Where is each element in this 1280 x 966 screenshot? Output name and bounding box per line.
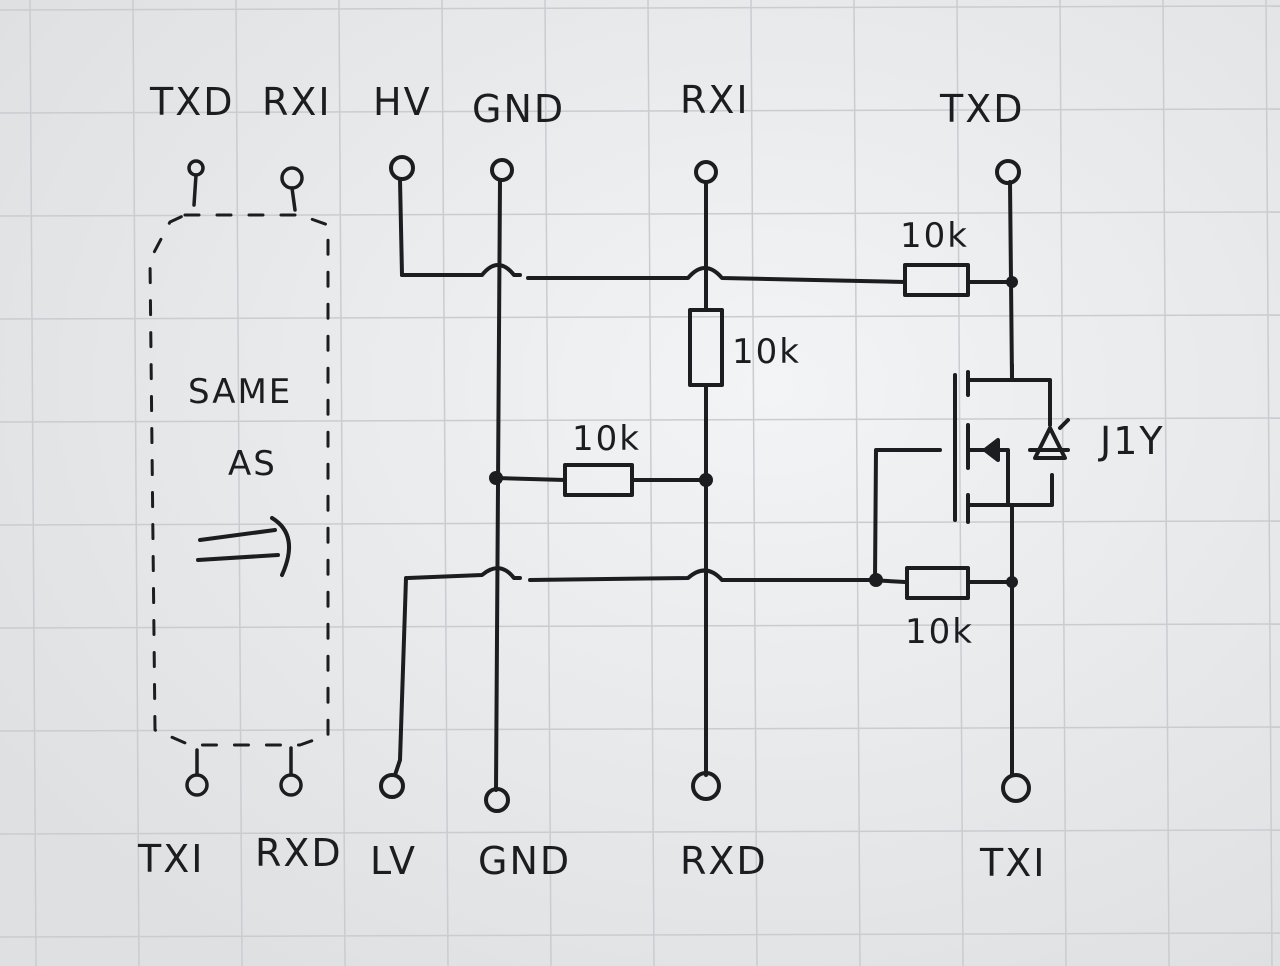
grid-line-horizontal	[0, 108, 1280, 114]
same-as-arrow	[196, 516, 291, 577]
grid-line-horizontal	[0, 520, 1280, 526]
label-bottom-gnd: GND	[478, 839, 571, 883]
grid-line-vertical	[29, 0, 37, 966]
label-bottom-rxd-left: RXD	[255, 831, 343, 875]
grid-line-vertical	[956, 0, 964, 966]
label-top-hv: HV	[373, 80, 432, 124]
label-bottom-lv: LV	[370, 839, 417, 883]
left-pins	[185, 159, 304, 797]
label-bottom-txi-left: TXI	[137, 837, 204, 881]
note-line-2: AS	[228, 444, 277, 484]
grid-line-horizontal	[0, 211, 1280, 217]
resistor-label-bottom-right: 10k	[905, 612, 974, 652]
transistor-label: J1Y	[1098, 419, 1165, 463]
resistor-label-middle-horizontal: 10k	[572, 419, 641, 459]
grid-line-horizontal	[0, 5, 1280, 11]
grid-line-vertical	[544, 0, 552, 966]
resistor-label-middle-vertical: 10k	[732, 332, 801, 372]
pin-gnd-top	[490, 158, 514, 182]
grid-line-horizontal	[0, 932, 1280, 938]
junctions	[489, 276, 1018, 588]
grid-line-horizontal	[0, 726, 1280, 732]
grid-line-vertical	[441, 0, 449, 966]
top-pin-labels: TXD RXI HV GND RXI TXD	[149, 78, 1025, 131]
label-bottom-rxd: RXD	[680, 839, 768, 883]
grid-line-vertical	[1059, 0, 1067, 966]
bottom-pin-labels: TXI RXD LV GND RXD TXI	[137, 831, 1046, 885]
mosfet-symbol	[953, 363, 1070, 524]
pin-rxd	[691, 771, 721, 801]
note-line-1: SAME	[188, 372, 292, 412]
pin-rxi	[694, 160, 718, 184]
label-top-rxi: RXI	[680, 78, 750, 122]
pin-circles	[379, 155, 1031, 813]
grid-line-vertical	[750, 0, 758, 966]
duplicate-channel-outline	[148, 213, 330, 747]
pin-lv	[379, 773, 405, 799]
grid-line-vertical	[338, 0, 346, 966]
grid-line-horizontal	[0, 829, 1280, 835]
grid-line-vertical	[235, 0, 243, 966]
grid-line-horizontal	[0, 314, 1280, 320]
grid-line-vertical	[1162, 0, 1170, 966]
resistor-top-right	[903, 263, 970, 297]
resistor-middle-horizontal	[563, 463, 634, 497]
grid-line-vertical	[1265, 0, 1273, 966]
resistor-bottom-right	[905, 566, 970, 600]
pin-hv	[389, 155, 415, 181]
pin-gnd-bottom	[484, 787, 510, 813]
resistor-middle-vertical	[688, 308, 724, 387]
wires	[393, 178, 1014, 792]
pin-txd	[995, 159, 1021, 185]
resistors	[563, 263, 970, 600]
label-top-txd: TXD	[939, 87, 1025, 131]
pin-txi	[1001, 773, 1031, 803]
grid-line-vertical	[132, 0, 140, 966]
grid-line-vertical	[853, 0, 861, 966]
label-top-rxi-left: RXI	[262, 80, 332, 124]
grid-line-vertical	[647, 0, 655, 966]
label-top-txd-left: TXD	[149, 80, 235, 124]
resistor-label-top-right: 10k	[900, 216, 969, 256]
label-bottom-txi: TXI	[979, 841, 1046, 885]
label-top-gnd: GND	[472, 87, 565, 131]
grid-line-horizontal	[0, 623, 1280, 629]
